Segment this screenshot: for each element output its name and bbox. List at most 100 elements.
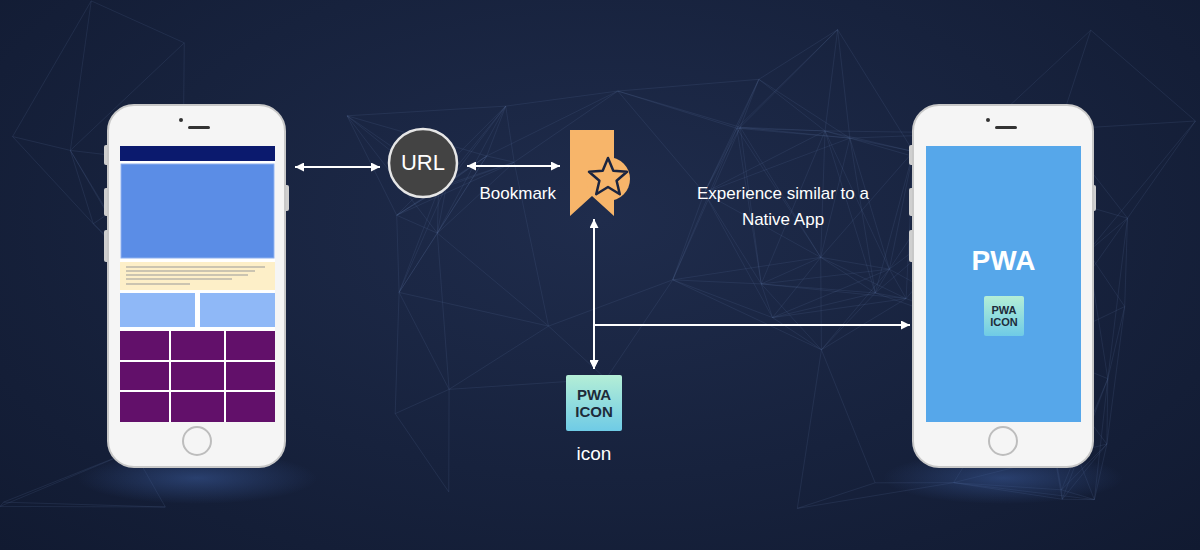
- network-line: [704, 193, 761, 284]
- network-line: [91, 1, 184, 43]
- network-line: [821, 151, 914, 257]
- network-line: [850, 138, 890, 269]
- network-line: [825, 30, 838, 131]
- network-line: [1127, 121, 1195, 218]
- network-line: [704, 131, 825, 193]
- network-line: [797, 350, 821, 509]
- network-line: [399, 292, 449, 389]
- connector-arrow: [467, 165, 560, 167]
- node-text: PWA ICON: [986, 304, 1022, 328]
- network-line: [13, 1, 92, 137]
- network-line: [399, 292, 548, 326]
- network-line: [759, 30, 838, 80]
- network-line: [740, 79, 759, 127]
- network-line: [761, 284, 906, 299]
- network-line: [737, 30, 838, 129]
- phone-url-arrow: [295, 166, 380, 168]
- network-line: [737, 128, 761, 284]
- network-line: [506, 106, 514, 162]
- network-line: [761, 131, 825, 284]
- network-line: [1088, 121, 1196, 252]
- network-line: [437, 233, 449, 389]
- network-line: [773, 257, 821, 317]
- pwa-icon-box: PWA ICONicon: [566, 375, 622, 431]
- network-line: [704, 127, 740, 193]
- network-line: [797, 483, 875, 509]
- network-line: [70, 1, 91, 151]
- network-line: [825, 131, 913, 152]
- network-line: [1107, 307, 1125, 445]
- network-line: [347, 106, 506, 116]
- network-line: [506, 91, 618, 106]
- pwa-screen: PWA PWA ICON: [926, 146, 1081, 422]
- network-line: [737, 79, 759, 128]
- node-text: PWA: [926, 245, 1081, 277]
- network-line: [399, 184, 447, 292]
- network-line: [773, 269, 890, 317]
- network-line: [395, 389, 449, 413]
- network-line: [397, 215, 438, 233]
- node-text: Bookmark: [479, 184, 556, 204]
- network-line: [13, 137, 94, 224]
- bookmark-icon: Bookmark: [568, 130, 632, 216]
- node-caption: icon: [577, 443, 612, 465]
- network-line: [673, 280, 761, 284]
- network-line: [487, 156, 514, 162]
- network-line: [740, 127, 825, 131]
- network-line: [821, 350, 875, 483]
- node-text: PWA ICON: [569, 386, 619, 421]
- network-line: [740, 127, 761, 284]
- network-line: [825, 131, 875, 293]
- url-circle: URL: [387, 127, 459, 199]
- network-line: [673, 280, 773, 318]
- network-line: [399, 233, 437, 292]
- network-line: [773, 299, 907, 318]
- network-line: [821, 269, 889, 350]
- star-ground: [586, 157, 630, 201]
- network-line: [850, 138, 875, 293]
- network-line: [821, 293, 875, 350]
- network-line: [1091, 30, 1196, 121]
- network-line: [437, 233, 548, 326]
- network-line: [397, 215, 399, 292]
- network-line: [838, 30, 914, 152]
- network-line: [618, 91, 740, 127]
- connector-arrow: [594, 325, 910, 369]
- network-line: [395, 414, 449, 492]
- network-line: [820, 257, 822, 349]
- bookmark-symbol: [568, 130, 632, 216]
- network-line: [0, 502, 3, 506]
- network-line: [673, 193, 704, 280]
- phone-right: [909, 105, 1096, 467]
- network-line: [673, 280, 822, 350]
- network-line: [13, 137, 71, 151]
- pwa-icon-small: PWA ICON: [984, 296, 1024, 336]
- annotation-label: Experience similar to a Native App: [681, 181, 885, 233]
- node-text: URL: [401, 150, 445, 176]
- network-line: [4, 502, 166, 507]
- circle-shape: [389, 129, 457, 197]
- network-line: [449, 326, 548, 389]
- network-line: [759, 79, 850, 138]
- network-line: [821, 257, 876, 293]
- network-line: [673, 127, 740, 280]
- network-line: [761, 269, 889, 284]
- network-line: [437, 189, 438, 233]
- network-line: [1125, 218, 1128, 306]
- network-line: [549, 326, 606, 379]
- network-line: [606, 280, 673, 379]
- network-line: [740, 30, 837, 128]
- network-line: [1108, 307, 1125, 379]
- network-line: [399, 189, 438, 292]
- network-line: [821, 257, 890, 269]
- network-line: [549, 280, 673, 326]
- network-line: [618, 79, 759, 91]
- network-line: [395, 292, 399, 413]
- network-line: [618, 91, 704, 193]
- bookmark-star: [589, 158, 627, 194]
- network-line: [759, 79, 825, 131]
- network-line: [448, 389, 449, 492]
- network-line: [70, 150, 93, 223]
- network-line: [704, 79, 759, 192]
- phone-left: [104, 105, 289, 467]
